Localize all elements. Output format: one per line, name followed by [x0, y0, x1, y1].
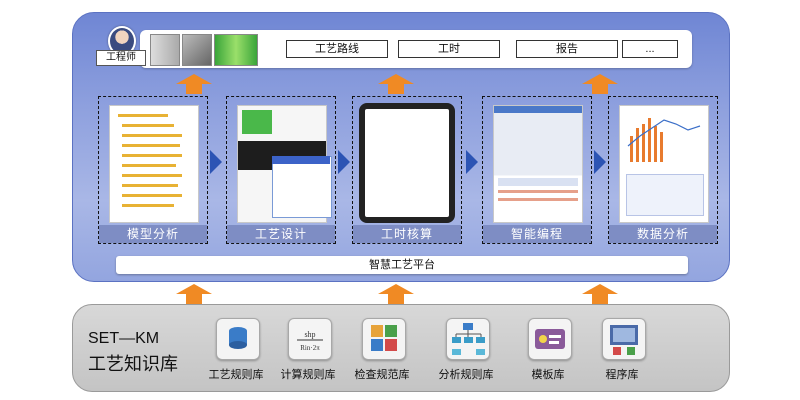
- kb-item-analysis-rules[interactable]: 分析规则库: [438, 369, 494, 381]
- up-arrow-icon: [582, 284, 618, 304]
- model-thumbnail: [214, 34, 258, 66]
- kb-item-calc-rules[interactable]: 计算规则库: [280, 369, 336, 381]
- chevron-right-icon: [466, 150, 478, 174]
- stage-data-analysis[interactable]: 数据分析: [608, 96, 718, 244]
- svg-text:shp: shp: [304, 330, 315, 339]
- machine-thumbnail: [182, 34, 212, 66]
- kb-item-programs[interactable]: 程序库: [605, 369, 639, 381]
- stage-model-analysis[interactable]: 模型分析: [98, 96, 208, 244]
- chevron-right-icon: [594, 150, 606, 174]
- platform-label-bar: 智慧工艺平台: [116, 256, 688, 274]
- checklist-icon[interactable]: [362, 318, 406, 360]
- kb-item-check-standards[interactable]: 检查规范库: [354, 369, 410, 381]
- stage-label: 模型分析: [99, 225, 207, 243]
- cabinet-thumbnail: [150, 34, 180, 66]
- database-icon[interactable]: [216, 318, 260, 360]
- work-hours-button[interactable]: 工时: [398, 40, 500, 58]
- stage-label: 工时核算: [353, 225, 461, 243]
- chevron-right-icon: [210, 150, 222, 174]
- tree-chart-icon[interactable]: [446, 318, 490, 360]
- kb-title-line2: 工艺知识库: [88, 354, 178, 374]
- stage-label: 数据分析: [609, 225, 717, 243]
- model-tree-screenshot: [109, 105, 199, 223]
- engineer: 工程师: [96, 26, 146, 68]
- process-design-screenshot: [237, 105, 332, 223]
- template-icon[interactable]: [528, 318, 572, 360]
- programming-screenshot: [493, 105, 583, 223]
- chevron-right-icon: [338, 150, 350, 174]
- up-arrow-icon: [176, 74, 212, 94]
- stage-process-design[interactable]: 工艺设计: [226, 96, 336, 244]
- stage-label: 智能编程: [483, 225, 591, 243]
- tablet-screenshot: [359, 103, 455, 223]
- up-arrow-icon: [378, 284, 414, 304]
- program-icon[interactable]: [602, 318, 646, 360]
- report-button[interactable]: 报告: [516, 40, 618, 58]
- output-header-bar: 工艺路线 工时 报告 ...: [140, 30, 692, 68]
- stage-work-hours[interactable]: 工时核算: [352, 96, 462, 244]
- kb-title-line1: SET—KM: [88, 330, 160, 347]
- process-route-button[interactable]: 工艺路线: [286, 40, 388, 58]
- more-button[interactable]: ...: [622, 40, 678, 58]
- stage-smart-programming[interactable]: 智能编程: [482, 96, 592, 244]
- kb-item-templates[interactable]: 模板库: [531, 369, 565, 381]
- stage-label: 工艺设计: [227, 225, 335, 243]
- up-arrow-icon: [582, 74, 618, 94]
- engineer-label: 工程师: [96, 50, 146, 66]
- svg-text:Rin·2π: Rin·2π: [300, 344, 320, 352]
- data-analysis-screenshot: [619, 105, 709, 223]
- kb-item-process-rules[interactable]: 工艺规则库: [208, 369, 264, 381]
- up-arrow-icon: [378, 74, 414, 94]
- up-arrow-icon: [176, 284, 212, 304]
- analysis-chart: [627, 118, 701, 162]
